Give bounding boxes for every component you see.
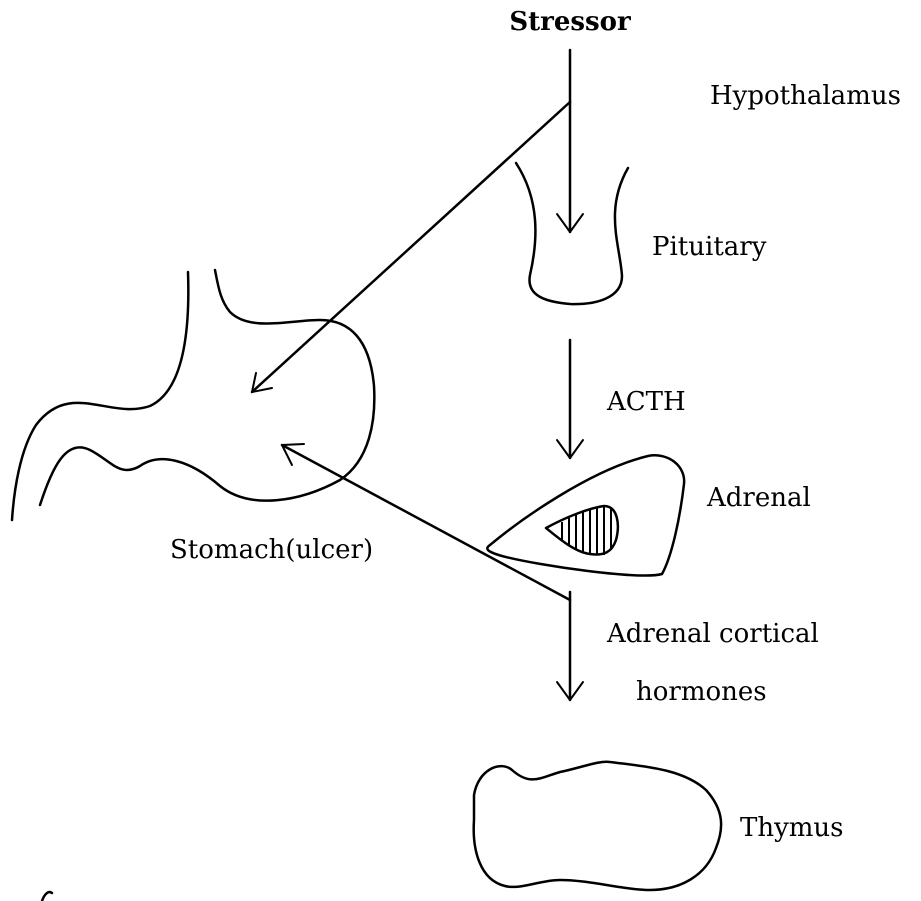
adrenal-medulla-hatching (562, 507, 611, 555)
stomach-shape (12, 272, 188, 520)
label-hormones: hormones (636, 677, 767, 707)
label-adrenal: Adrenal (706, 483, 811, 513)
cortical-to-stomach-line (282, 445, 570, 600)
label-thymus: Thymus (740, 813, 844, 843)
label-stressor: Stressor (509, 7, 631, 37)
thymus-shape (474, 762, 721, 890)
stomach-shape-lower (40, 270, 374, 505)
adrenal-medulla-shape (546, 506, 618, 554)
label-adrenal-cortical: Adrenal cortical (606, 619, 819, 649)
label-stomach: Stomach(ulcer) (170, 535, 373, 565)
stray-mark-left (42, 892, 52, 901)
stomach-arrow-line (252, 102, 570, 392)
adrenal-shape (487, 455, 684, 575)
pituitary-shape (516, 163, 628, 304)
label-hypothalamus: Hypothalamus (710, 81, 901, 111)
label-acth: ACTH (606, 387, 686, 417)
label-pituitary: Pituitary (652, 232, 767, 262)
